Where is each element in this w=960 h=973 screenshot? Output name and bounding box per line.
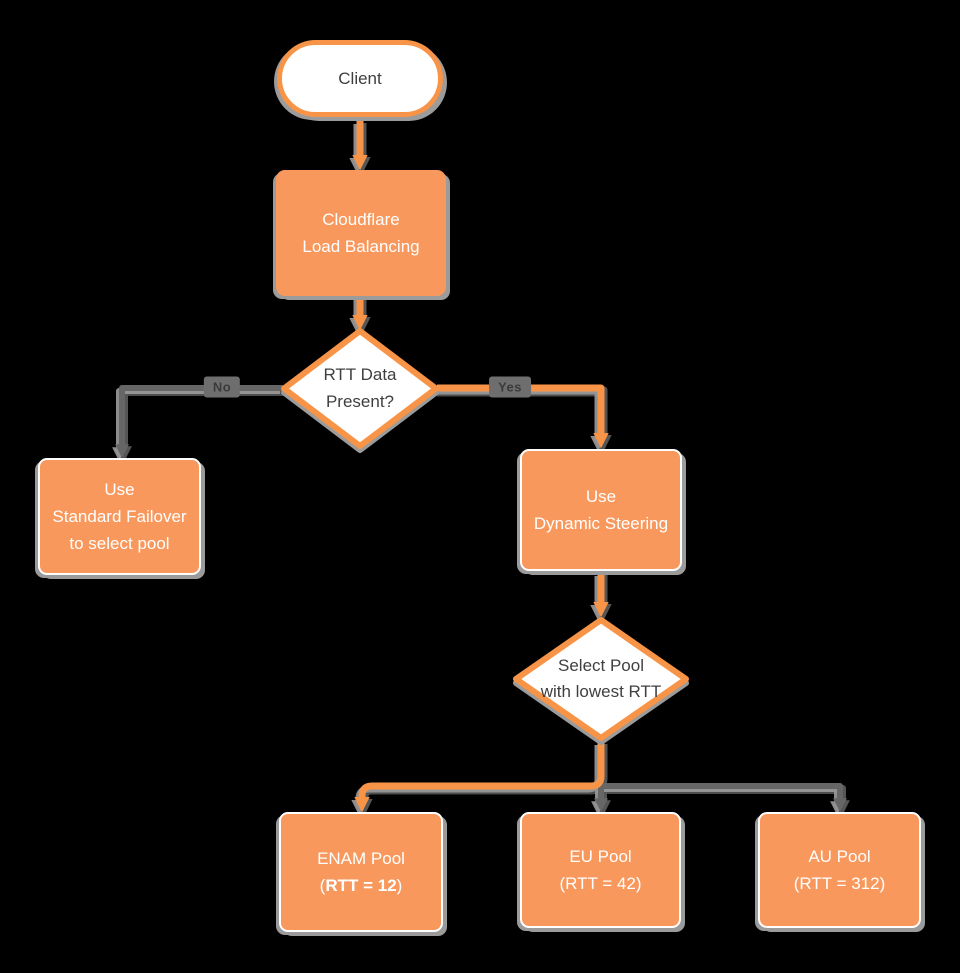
edge-select-pool-to-enam bbox=[354, 742, 605, 813]
enam-pool-rtt-value: RTT = 12 bbox=[325, 876, 397, 895]
select-pool-outline bbox=[513, 617, 689, 741]
rtt-decision-label-line2: Present? bbox=[325, 391, 395, 411]
enam-pool-label-line1: ENAM Pool bbox=[317, 848, 405, 868]
au-pool-node: AU Pool (RTT = 312) bbox=[758, 812, 921, 928]
select-pool-label-line2: with lowest RTT bbox=[540, 682, 662, 701]
select-pool-shape bbox=[513, 617, 689, 745]
load-balancer-label-line1: Cloudflare bbox=[322, 209, 400, 229]
standard-failover-node: Use Standard Failover to select pool bbox=[38, 458, 201, 575]
client-label: Client bbox=[338, 68, 382, 88]
dynamic-steering-node: Use Dynamic Steering bbox=[520, 449, 682, 571]
au-pool-label-line2: (RTT = 312) bbox=[793, 874, 886, 893]
edge-label-yes: Yes bbox=[489, 376, 531, 398]
standard-failover-label-line2: Standard Failover bbox=[52, 506, 187, 526]
load-balancer-label-line2: Load Balancing bbox=[302, 237, 420, 256]
edge-select-pool-to-au bbox=[601, 783, 847, 813]
client-node: Client bbox=[277, 40, 443, 117]
edge-no-to-standard-failover bbox=[115, 385, 283, 459]
dynamic-steering-label-line2: Dynamic Steering bbox=[533, 514, 669, 533]
dynamic-steering-label-line1: Use bbox=[585, 486, 617, 506]
rtt-decision-label-line1: RTT Data bbox=[323, 365, 397, 385]
load-balancer-node: Cloudflare Load Balancing bbox=[276, 170, 446, 296]
eu-pool-label-line1: EU Pool bbox=[569, 846, 632, 866]
enam-pool-node: ENAM Pool (RTT = 12) bbox=[279, 812, 443, 932]
eu-pool-label-line2: (RTT = 42) bbox=[559, 874, 642, 893]
rtt-decision-shape bbox=[281, 328, 439, 453]
standard-failover-label-line3: to select pool bbox=[69, 534, 170, 554]
enam-pool-label-line2: (RTT = 12) bbox=[319, 876, 403, 895]
select-pool-node: Select Pool with lowest RTT bbox=[513, 617, 689, 745]
standard-failover-label-line1: Use bbox=[104, 479, 135, 499]
au-pool-label-line1: AU Pool bbox=[808, 846, 871, 866]
edge-label-no: No bbox=[203, 376, 241, 398]
rtt-decision-node: RTT Data Present? bbox=[281, 328, 439, 453]
select-pool-label-line1: Select Pool bbox=[558, 655, 644, 675]
rtt-decision-outline bbox=[281, 328, 439, 449]
eu-pool-node: EU Pool (RTT = 42) bbox=[520, 812, 681, 928]
